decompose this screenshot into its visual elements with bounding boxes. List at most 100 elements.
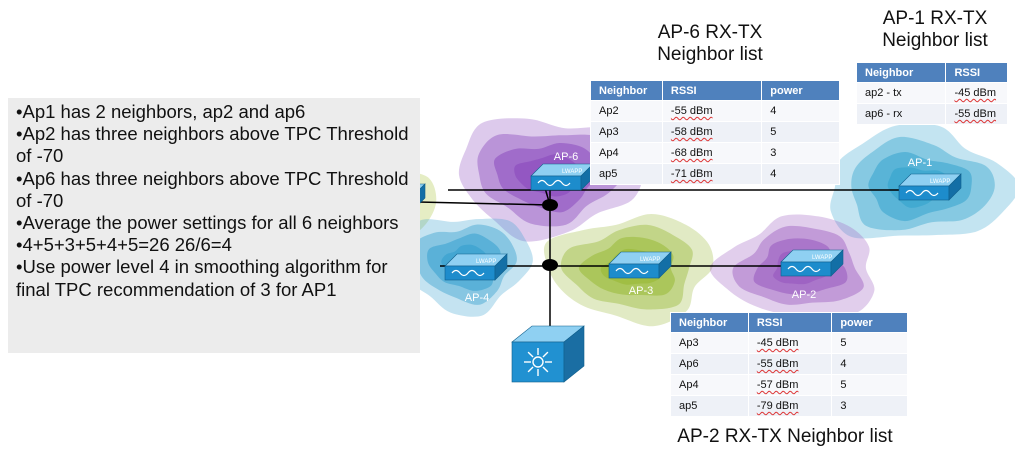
summary-bullet: Ap1 has 2 neighbors, ap2 and ap6 — [16, 101, 412, 123]
table-header-row: Neighbor RSSI power — [590, 80, 840, 101]
column-header-neighbor: Neighbor — [670, 312, 749, 333]
column-header-rssi: RSSI — [945, 62, 1008, 83]
device-badge: LWAPP — [812, 255, 832, 261]
summary-bullet: Ap6 has three neighbors above TPC Thresh… — [16, 168, 412, 212]
ap1-neighbor-table: Neighbor RSSI ap2 - tx -45 dBm ap6 - rx … — [855, 62, 1008, 125]
neighbor-cell: Ap4 — [590, 142, 663, 164]
neighbor-cell: ap2 - tx — [855, 82, 947, 104]
power-cell: 3 — [761, 142, 840, 164]
column-header-neighbor: Neighbor — [855, 62, 947, 83]
neighbor-cell: Ap6 — [670, 353, 749, 375]
wave-icon — [905, 189, 939, 197]
power-cell: 5 — [831, 332, 908, 354]
link-junction — [542, 259, 558, 271]
column-header-neighbor: Neighbor — [590, 80, 663, 101]
power-cell: 4 — [761, 163, 840, 185]
ap6-table-title-line2: Neighbor list — [657, 44, 763, 65]
column-header-power: power — [761, 80, 840, 101]
summary-bullet: 4+5+3+5+4+5=26 26/6=4 — [16, 234, 412, 256]
ap1-table-title-line2: Neighbor list — [882, 30, 988, 51]
ap6-table-title: AP-6 RX-TX Neighbor list — [620, 22, 800, 66]
ap3-device[interactable]: LWAPP AP-3 — [608, 251, 672, 297]
column-header-rssi: RSSI — [661, 80, 763, 101]
access-point-icon-side — [658, 251, 672, 279]
switch-device[interactable] — [511, 325, 585, 383]
wave-icon — [787, 265, 821, 273]
summary-bullet: Ap2 has three neighbors above TPC Thresh… — [16, 123, 412, 167]
neighbor-cell: Ap3 — [590, 121, 663, 143]
power-cell: 4 — [761, 100, 840, 122]
access-point-icon-side — [830, 249, 844, 277]
table-row: Ap3 -58 dBm 5 — [590, 121, 840, 143]
neighbor-cell: Ap4 — [670, 374, 749, 396]
summary-panel: Ap1 has 2 neighbors, ap2 and ap6 Ap2 has… — [8, 98, 420, 353]
summary-bullet: Use power level 4 in smoothing algorithm… — [16, 256, 412, 300]
switch-spoke-icon — [527, 351, 534, 358]
table-row: Ap4 -68 dBm 3 — [590, 142, 840, 164]
ap1-table-title-line1: AP-1 RX-TX — [882, 8, 988, 29]
neighbor-cell: ap5 — [670, 395, 749, 417]
power-cell: 3 — [831, 395, 908, 417]
neighbor-cell: Ap2 — [590, 100, 663, 122]
rssi-cell: -45 dBm — [747, 332, 833, 354]
table-row: ap6 - rx -55 dBm — [855, 103, 1008, 125]
ap2-table-title: AP-2 RX-TX Neighbor list — [677, 426, 893, 447]
device-badge: LWAPP — [476, 259, 496, 265]
power-cell: 5 — [831, 374, 908, 396]
ap3-label: AP-3 — [629, 285, 653, 297]
column-header-rssi: RSSI — [747, 312, 833, 333]
rssi-cell: -55 dBm — [661, 100, 763, 122]
ap4-label: AP-4 — [465, 292, 489, 304]
wave-icon — [615, 267, 649, 275]
table-row: Ap4 -57 dBm 5 — [670, 374, 908, 396]
switch-spoke-icon — [542, 351, 549, 358]
ap2-neighbor-table: Neighbor RSSI power Ap3 -45 dBm 5 Ap6 -5… — [670, 312, 908, 417]
ap2-device[interactable]: LWAPP AP-2 — [780, 249, 844, 301]
ap4-device[interactable]: LWAPP AP-4 — [444, 253, 508, 304]
rssi-cell: -45 dBm — [945, 82, 1008, 104]
table-row: Ap2 -55 dBm 4 — [590, 100, 840, 122]
device-layer: LWAPPAP-5LWAPPAP-6LWAPPAP-1LWAPPAP-4LWAP… — [362, 151, 962, 383]
wave-icon — [451, 269, 485, 277]
rssi-cell: -55 dBm — [747, 353, 833, 375]
ap6-table-title-line1: AP-6 RX-TX — [657, 22, 763, 43]
device-badge: LWAPP — [640, 257, 660, 263]
table-header-row: Neighbor RSSI power — [670, 312, 908, 333]
rssi-cell: -58 dBm — [661, 121, 763, 143]
link-junction — [542, 199, 558, 211]
rssi-cell: -71 dBm — [661, 163, 763, 185]
neighbor-cell: ap6 - rx — [855, 103, 947, 125]
power-cell: 5 — [761, 121, 840, 143]
rssi-cell: -55 dBm — [945, 103, 1008, 125]
rssi-cell: -68 dBm — [661, 142, 763, 164]
neighbor-cell: ap5 — [590, 163, 663, 185]
switch-hub-icon — [532, 356, 544, 368]
ap1-label: AP-1 — [908, 157, 932, 169]
summary-bullet: Average the power settings for all 6 nei… — [16, 212, 412, 234]
ap1-device[interactable]: LWAPP AP-1 — [898, 157, 962, 201]
access-point-icon-side — [494, 253, 508, 281]
device-badge: LWAPP — [930, 179, 950, 185]
switch-icon-side — [563, 325, 585, 383]
access-point-icon-side — [948, 173, 962, 201]
ap1-table-title: AP-1 RX-TX Neighbor list — [860, 8, 1010, 52]
device-badge: LWAPP — [562, 169, 582, 175]
table-row: ap5 -71 dBm 4 — [590, 163, 840, 185]
table-row: Ap6 -55 dBm 4 — [670, 353, 908, 375]
rssi-cell: -57 dBm — [747, 374, 833, 396]
neighbor-cell: Ap3 — [670, 332, 749, 354]
ap6-neighbor-table: Neighbor RSSI power Ap2 -55 dBm 4 Ap3 -5… — [590, 80, 840, 185]
summary-bullet-list: Ap1 has 2 neighbors, ap2 and ap6 Ap2 has… — [16, 101, 412, 301]
table-row: ap5 -79 dBm 3 — [670, 395, 908, 417]
table-header-row: Neighbor RSSI — [855, 62, 1008, 83]
table-row: Ap3 -45 dBm 5 — [670, 332, 908, 354]
ap2-label: AP-2 — [792, 289, 816, 301]
switch-spoke-icon — [542, 366, 549, 373]
switch-spoke-icon — [527, 366, 534, 373]
table-row: ap2 - tx -45 dBm — [855, 82, 1008, 104]
wave-icon — [537, 179, 571, 187]
column-header-power: power — [831, 312, 908, 333]
